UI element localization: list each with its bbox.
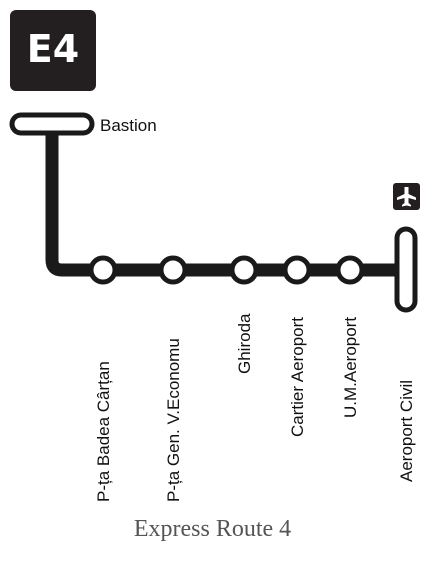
stop-marker-3 bbox=[229, 255, 259, 285]
map-caption: Express Route 4 bbox=[133, 516, 292, 542]
terminus-start-label: Bastion bbox=[100, 116, 157, 135]
terminus-start-marker bbox=[9, 112, 95, 136]
stop-label-1: P-ța Badea Cârțan bbox=[94, 361, 113, 502]
stop-label-2: P-ța Gen. V.Economu bbox=[164, 338, 183, 502]
stop-label-3: Ghiroda bbox=[235, 313, 254, 374]
terminus-end-label: Aeroport Civil bbox=[397, 380, 416, 482]
route-line bbox=[45, 124, 412, 277]
stop-marker-1 bbox=[88, 255, 118, 285]
stop-marker-4 bbox=[282, 255, 312, 285]
terminus-end-marker bbox=[394, 226, 418, 313]
airplane-icon bbox=[393, 183, 420, 210]
stop-label-4: Cartier Aeroport bbox=[288, 317, 307, 437]
stop-marker-2 bbox=[158, 255, 188, 285]
route-badge: E4 bbox=[10, 10, 96, 91]
stop-marker-5 bbox=[335, 255, 365, 285]
stop-label-5: U.M.Aeroport bbox=[341, 317, 360, 418]
route-badge-label: E4 bbox=[27, 27, 79, 71]
